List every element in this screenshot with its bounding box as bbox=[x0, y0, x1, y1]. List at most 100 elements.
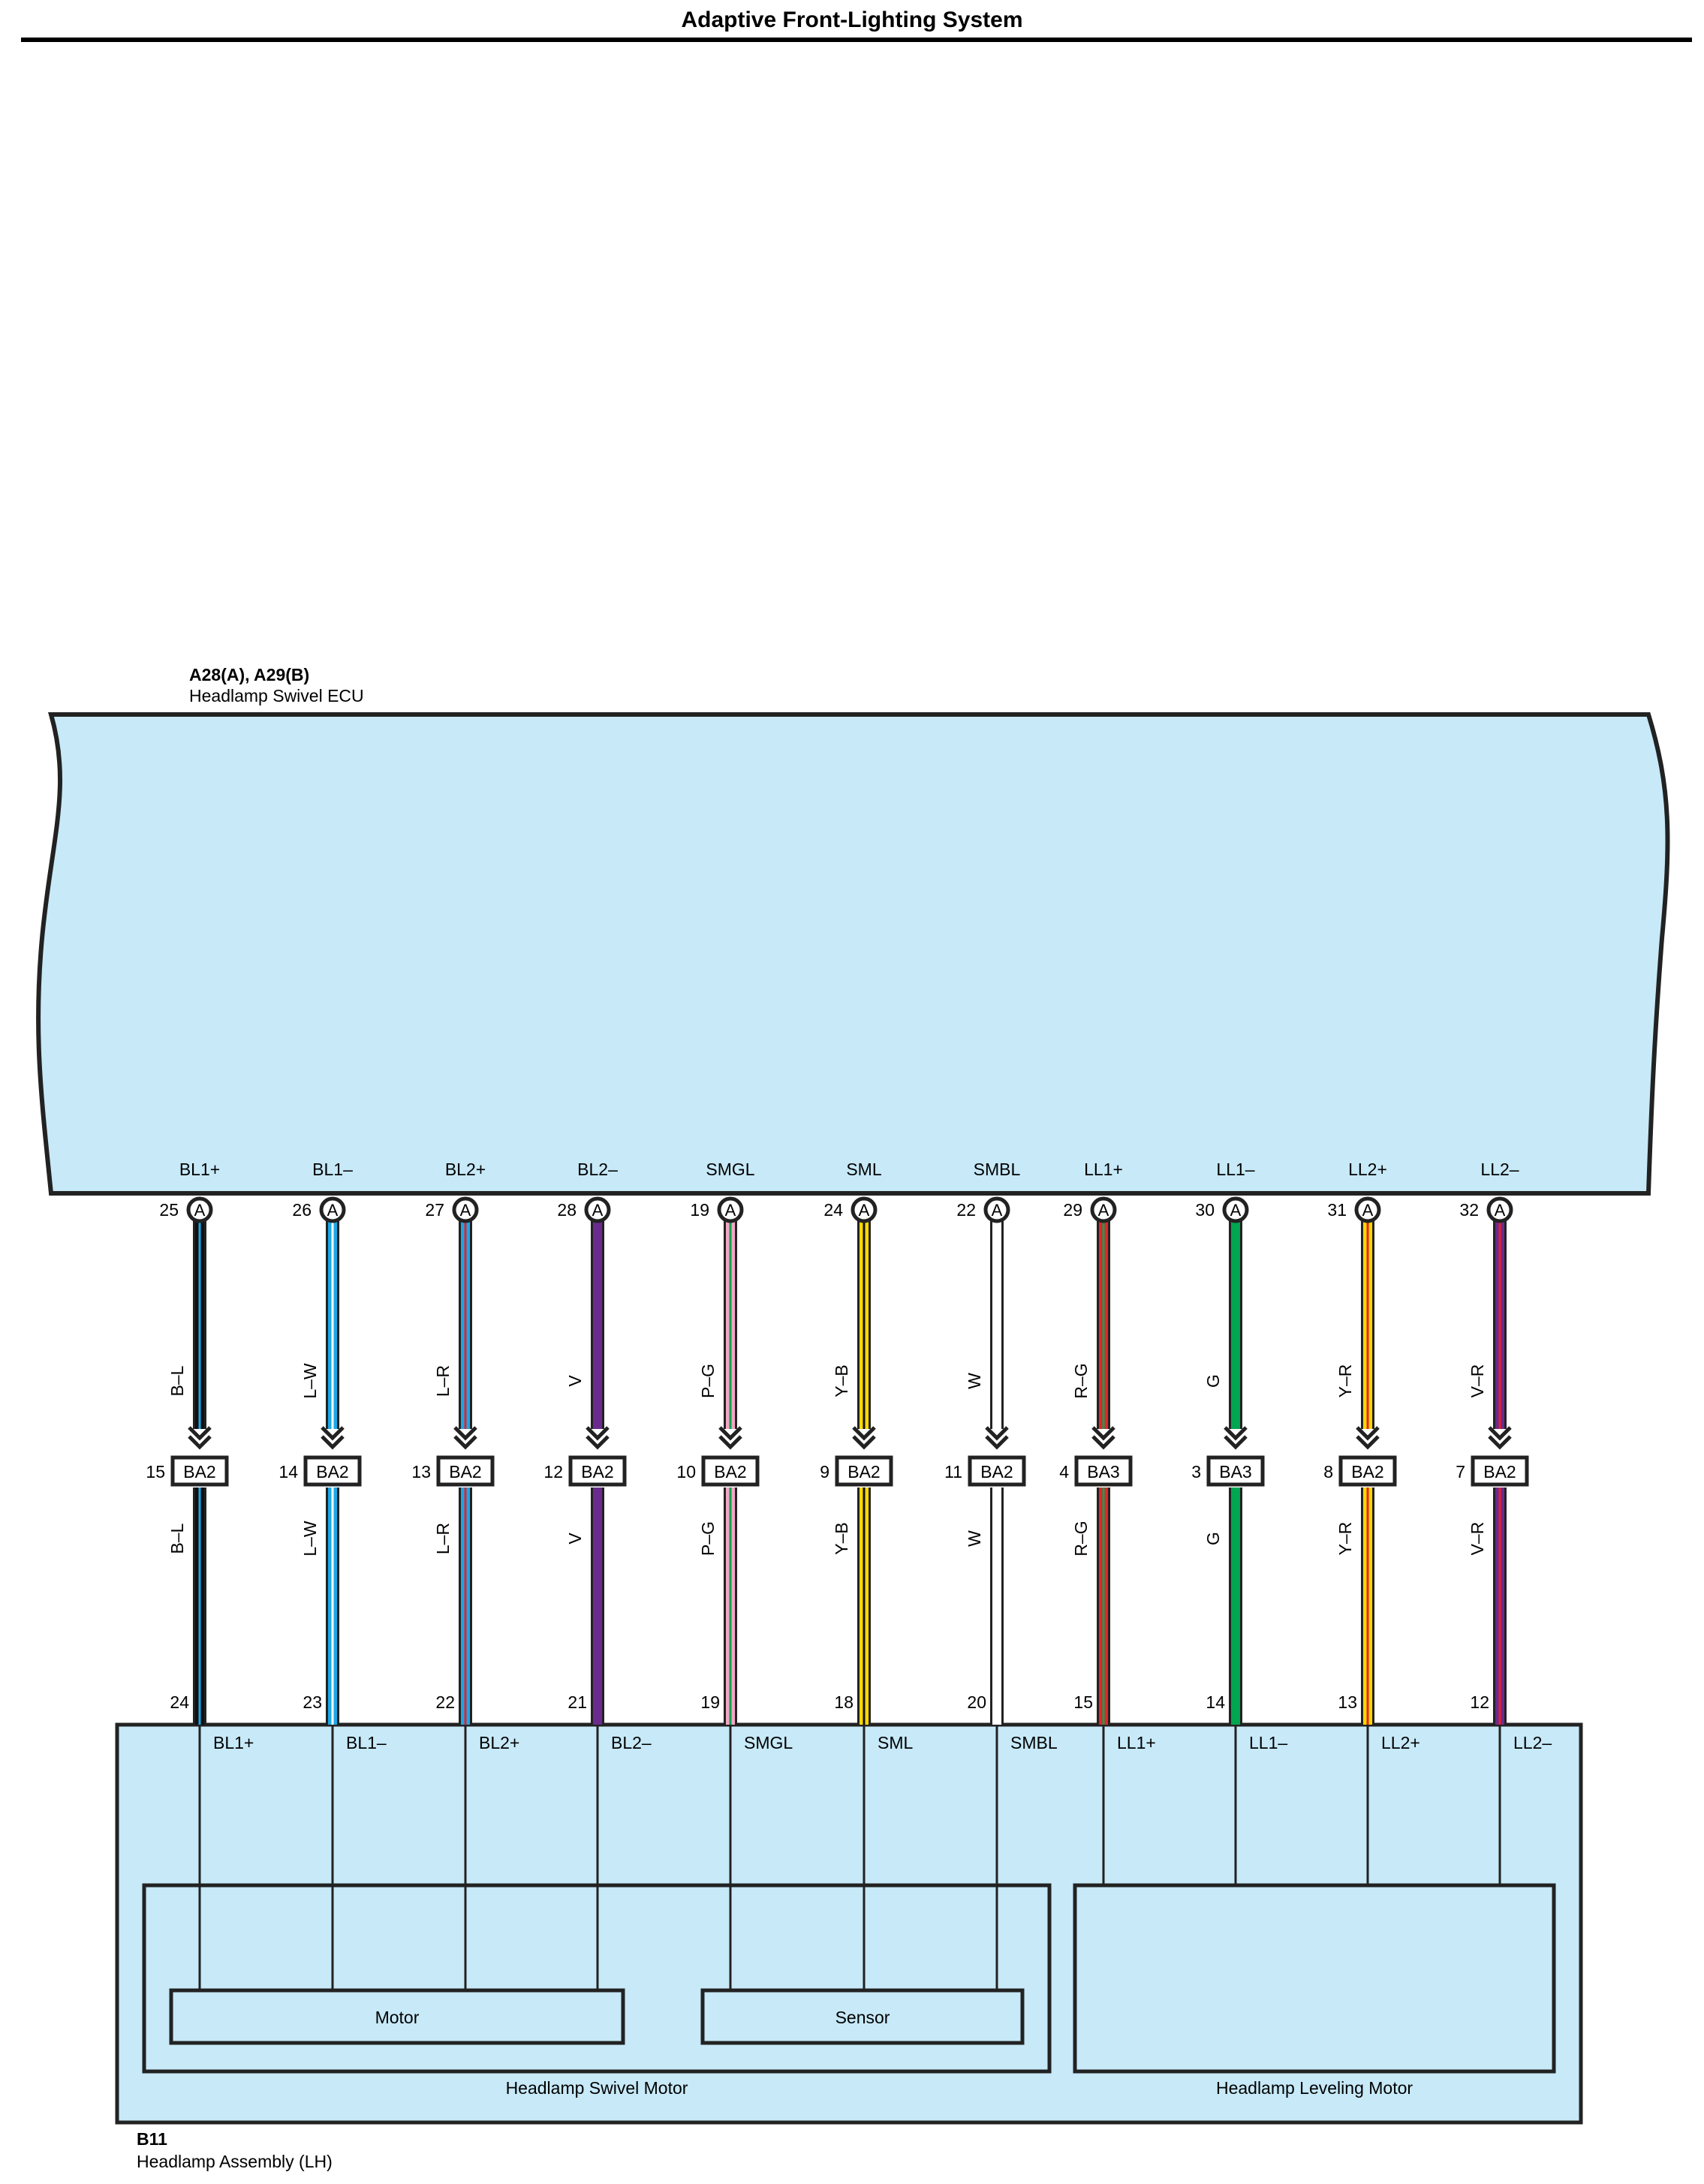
ecu-signal-label: BL1+ bbox=[179, 1160, 220, 1179]
joint-connector-box bbox=[1338, 1455, 1397, 1487]
wire-upper-segment bbox=[1229, 1220, 1242, 1429]
wire-color-label-upper: Y–B bbox=[832, 1364, 851, 1397]
wire-upper-segment bbox=[1097, 1220, 1110, 1429]
wire-lower-segment bbox=[1361, 1488, 1374, 1725]
joint-connector-box bbox=[303, 1455, 362, 1487]
ecu-connector-letter: A bbox=[460, 1201, 471, 1220]
wire-color-label-upper: V–R bbox=[1468, 1364, 1487, 1398]
ecu-signal-label: BL1– bbox=[312, 1160, 353, 1179]
chevron-connector-icon bbox=[852, 1426, 876, 1450]
joint-connector-label: BA2 bbox=[980, 1462, 1013, 1482]
ecu-connector-circle bbox=[717, 1196, 744, 1223]
assembly-pin-number: 14 bbox=[1206, 1692, 1225, 1712]
wire-upper-segment bbox=[990, 1220, 1004, 1429]
ecu-connector-letter: A bbox=[859, 1201, 870, 1220]
wire-base-color bbox=[593, 1488, 602, 1725]
wire-stripe-color bbox=[464, 1220, 467, 1429]
chevron-connector-icon bbox=[453, 1426, 477, 1450]
wire-color-label-upper: L–R bbox=[433, 1365, 453, 1397]
wire-color-label-lower: W bbox=[965, 1530, 984, 1547]
chevron-connector-icon bbox=[985, 1426, 1009, 1450]
wire-lower-segment bbox=[724, 1488, 737, 1725]
ecu-connector-circle bbox=[584, 1196, 611, 1223]
ecu-connector-circle bbox=[1222, 1196, 1249, 1223]
ecu-connector-letter: A bbox=[1098, 1201, 1109, 1220]
motor-label: Motor bbox=[375, 2008, 420, 2027]
wire-upper-segment bbox=[591, 1220, 604, 1429]
wire-color-label-lower: B–L bbox=[167, 1523, 187, 1554]
joint-pin-number: 12 bbox=[543, 1462, 563, 1482]
ecu-connector-circle bbox=[1486, 1196, 1513, 1223]
joint-pin-number: 14 bbox=[278, 1462, 298, 1482]
chevron-connector-icon bbox=[1224, 1426, 1248, 1450]
ecu-pin-number: 24 bbox=[823, 1200, 843, 1220]
wire-lower-segment bbox=[857, 1488, 871, 1725]
wire-upper-segment bbox=[193, 1220, 206, 1429]
assembly-code: B11 bbox=[137, 2129, 167, 2149]
wire-color-label-lower: R–G bbox=[1071, 1521, 1091, 1556]
joint-pin-number: 15 bbox=[146, 1462, 165, 1482]
joint-connector-label: BA2 bbox=[581, 1462, 613, 1482]
ecu-connector-letter: A bbox=[1362, 1201, 1374, 1220]
assembly-pin-number: 23 bbox=[303, 1692, 322, 1712]
ecu-connector-circle bbox=[1354, 1196, 1381, 1223]
wire-color-label-lower: Y–B bbox=[832, 1522, 851, 1554]
ecu-pin-number: 31 bbox=[1327, 1200, 1347, 1220]
wire-color-label-lower: L–W bbox=[300, 1521, 320, 1557]
page-title: Adaptive Front-Lighting System bbox=[681, 8, 1023, 32]
joint-pin-number: 11 bbox=[944, 1462, 962, 1482]
wire-lower-segment bbox=[326, 1488, 339, 1725]
joint-pin-number: 7 bbox=[1456, 1462, 1465, 1482]
ecu-name: Headlamp Swivel ECU bbox=[189, 686, 364, 705]
wire-lower-segment bbox=[459, 1488, 472, 1725]
ecu-connector-circle bbox=[983, 1196, 1010, 1223]
wire-upper-segment bbox=[857, 1220, 871, 1429]
wire-color-label-upper: V bbox=[565, 1375, 585, 1387]
assembly-signal-label: LL1– bbox=[1249, 1733, 1287, 1752]
wire-lower-segment bbox=[1097, 1488, 1110, 1725]
wire-base-color bbox=[1231, 1220, 1240, 1429]
assembly-pin-number: 12 bbox=[1470, 1692, 1489, 1712]
motor-box bbox=[169, 1988, 625, 2045]
wire-upper-segment bbox=[1493, 1220, 1507, 1429]
ecu-connector-circle bbox=[1090, 1196, 1117, 1223]
title-rule bbox=[21, 38, 1692, 42]
wire-lower-segment bbox=[193, 1488, 206, 1725]
ecu-signal-label: SML bbox=[846, 1160, 882, 1179]
wire-stripe-color bbox=[464, 1488, 467, 1725]
ecu-signal-label: LL1+ bbox=[1084, 1160, 1123, 1179]
leveling-motor-label: Headlamp Leveling Motor bbox=[1216, 2078, 1413, 2098]
chevron-connector-icon bbox=[321, 1426, 345, 1450]
wire-base-color bbox=[992, 1220, 1001, 1429]
wire-lower-segment bbox=[990, 1488, 1004, 1725]
assembly-pin-number: 15 bbox=[1073, 1692, 1093, 1712]
wire-stripe-color bbox=[729, 1488, 732, 1725]
assembly-name: Headlamp Assembly (LH) bbox=[137, 2152, 333, 2171]
wire-stripe-color bbox=[331, 1220, 334, 1429]
wire-color-label-lower: L–R bbox=[433, 1523, 453, 1554]
joint-connector-box bbox=[1074, 1455, 1133, 1487]
joint-connector-box bbox=[835, 1455, 893, 1487]
wire-upper-segment bbox=[724, 1220, 737, 1429]
joint-connector-label: BA2 bbox=[847, 1462, 880, 1482]
wire-stripe-color bbox=[1366, 1220, 1369, 1429]
joint-pin-number: 3 bbox=[1191, 1462, 1201, 1482]
wire-base-color bbox=[1231, 1488, 1240, 1725]
ecu-pin-number: 32 bbox=[1459, 1200, 1479, 1220]
joint-connector-label: BA2 bbox=[1483, 1462, 1516, 1482]
joint-connector-box bbox=[170, 1455, 229, 1487]
assembly-block bbox=[115, 1722, 1583, 2125]
chevron-connector-icon bbox=[586, 1426, 610, 1450]
ecu-pin-number: 29 bbox=[1063, 1200, 1082, 1220]
wire-color-label-lower: Y–R bbox=[1335, 1522, 1355, 1556]
sensor-box bbox=[700, 1988, 1025, 2045]
ecu-connector-letter: A bbox=[992, 1201, 1003, 1220]
ecu-connector-letter: A bbox=[194, 1201, 206, 1220]
assembly-signal-label: LL1+ bbox=[1117, 1733, 1156, 1752]
leveling-motor-box bbox=[1073, 1883, 1556, 2074]
wire-stripe-color bbox=[729, 1220, 732, 1429]
joint-connector-box bbox=[701, 1455, 760, 1487]
wire-upper-segment bbox=[1361, 1220, 1374, 1429]
ecu-connector-letter: A bbox=[725, 1201, 736, 1220]
